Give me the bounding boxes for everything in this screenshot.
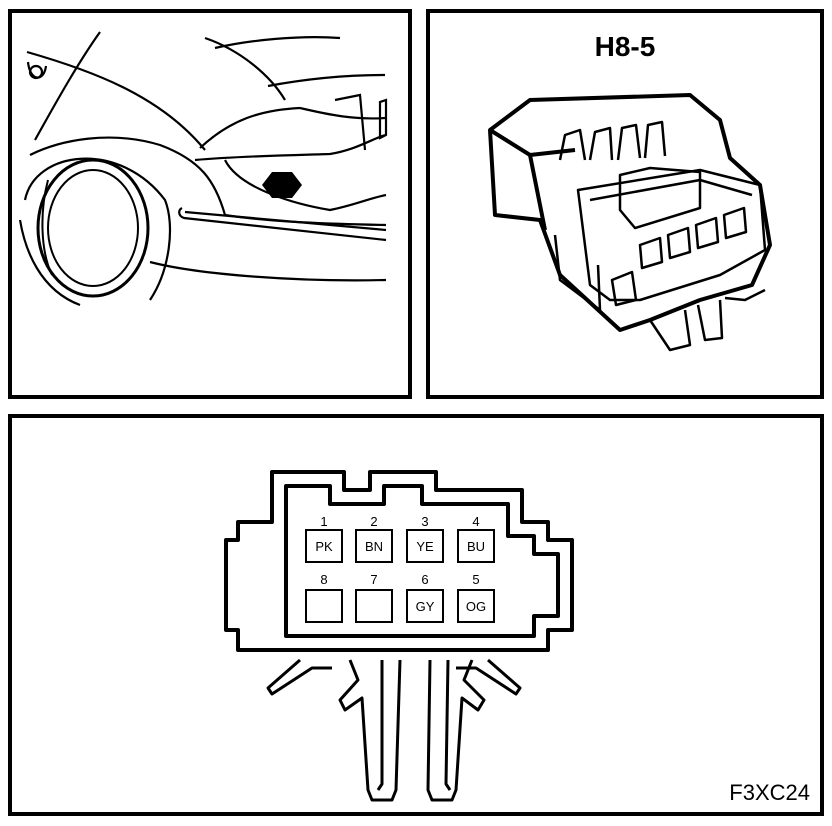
pin-wire-color: YE: [416, 539, 434, 554]
connector-view-panel: H8-5: [426, 9, 824, 399]
pin-4: 4 BU: [457, 514, 495, 563]
pin-number: 3: [421, 514, 428, 529]
pin-number: 6: [421, 572, 428, 587]
pin-number: 5: [472, 572, 479, 587]
pin-3: 3 YE: [406, 514, 444, 563]
pin-face-panel: 1 PK 2 BN 3 YE 4 BU 8: [8, 414, 824, 816]
pin-wire-color: BU: [467, 539, 485, 554]
pin-7: 7: [355, 572, 393, 623]
pin-number: 2: [370, 514, 377, 529]
pin-wire-color: BN: [365, 539, 383, 554]
pin-8: 8: [305, 572, 343, 623]
pin-wire-color: OG: [466, 599, 486, 614]
pin-2: 2 BN: [355, 514, 393, 563]
connector-title: H8-5: [595, 31, 656, 62]
connector-location-marker: [262, 172, 302, 198]
pin-number: 7: [370, 572, 377, 587]
pin-number: 1: [320, 514, 327, 529]
pin-number: 8: [320, 572, 327, 587]
pin-6: 6 GY: [406, 572, 444, 623]
pin-wire-color: GY: [416, 599, 435, 614]
pin-1: 1 PK: [305, 514, 343, 563]
vehicle-location-panel: [8, 9, 412, 399]
pin-wire-color: PK: [315, 539, 333, 554]
pin-grid: 1 PK 2 BN 3 YE 4 BU 8: [305, 514, 495, 623]
pin-number: 4: [472, 514, 479, 529]
figure-code: F3XC24: [729, 780, 810, 805]
pin-5: 5 OG: [457, 572, 495, 623]
